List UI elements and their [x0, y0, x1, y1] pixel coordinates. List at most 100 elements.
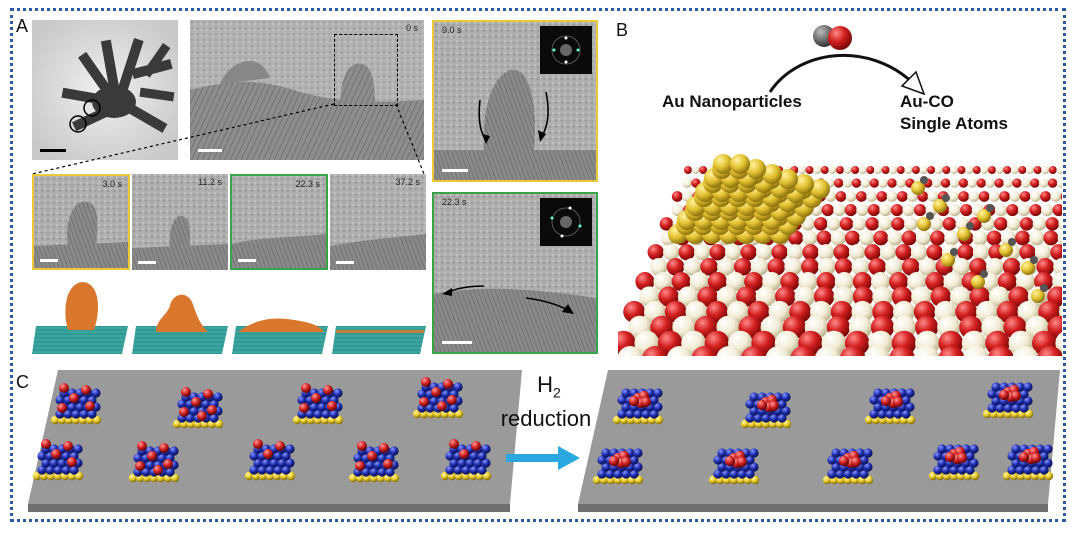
cluster-blue-atom: [965, 465, 975, 475]
cluster-red-atom: [850, 456, 862, 468]
cluster-yellow-atom: [32, 471, 42, 481]
cluster-blue-atom: [37, 465, 47, 475]
cluster-red-atom: [51, 449, 61, 459]
panel-a-simulation-strip: [32, 282, 426, 354]
oxide-atom: [876, 191, 888, 202]
cluster-blue-atom: [893, 409, 903, 419]
cluster-blue-atom: [281, 465, 291, 475]
simulation-step-2: [132, 294, 228, 354]
oxide-atom: [802, 230, 818, 246]
cluster-red-atom: [756, 399, 768, 411]
cluster-blue-atom: [321, 395, 331, 405]
oxide-atom: [1029, 230, 1045, 246]
oxide-atom: [1029, 203, 1042, 217]
co-ligand-atom: [920, 176, 928, 184]
panel-b-letter: B: [616, 20, 629, 40]
oxide-atom: [1019, 217, 1034, 231]
oxide-atom: [845, 191, 857, 202]
cluster-blue-atom: [1019, 389, 1029, 399]
oxide-atom: [1018, 166, 1027, 174]
oxide-atom: [1010, 166, 1019, 174]
oxide-atom: [881, 166, 890, 174]
cluster-red-atom: [135, 461, 145, 471]
co-ligand-atom: [926, 212, 934, 220]
cluster-blue-atom: [465, 458, 475, 468]
simulation-step-3: [232, 318, 328, 354]
cluster-blue-atom: [55, 395, 65, 405]
gold-atom: [746, 159, 766, 179]
curved-arrow-head: [900, 70, 926, 96]
cluster-blue-atom: [745, 413, 755, 423]
oxide-atom: [860, 178, 871, 188]
label-au-co-line1: Au-CO: [900, 92, 954, 111]
oxide-atom: [948, 191, 959, 202]
cluster-blue-atom: [449, 458, 459, 468]
oxide-surface: [618, 166, 1062, 356]
cluster-blue-atom: [273, 451, 283, 461]
cluster-blue-atom: [597, 469, 607, 479]
cluster-blue-atom: [75, 402, 85, 412]
cluster-blue-atom: [1039, 465, 1049, 475]
cluster-red-atom: [880, 395, 892, 407]
cluster-blue-atom: [63, 409, 73, 419]
oxide-atom: [1048, 166, 1057, 174]
oxide-atom: [762, 272, 782, 292]
cluster-blue-atom: [859, 469, 869, 479]
cluster-blue-atom: [417, 389, 427, 399]
cluster-red-atom: [275, 441, 285, 451]
cluster-blue-atom: [941, 465, 951, 475]
cluster-blue-atom: [169, 446, 179, 456]
oxide-atom: [801, 257, 819, 276]
oxide-atom: [957, 166, 966, 174]
reagent-label-reduction: reduction: [500, 406, 592, 431]
oxide-atom: [1017, 203, 1031, 217]
oxide-atom: [895, 244, 912, 261]
oxide-atom: [930, 230, 945, 246]
cluster-red-atom: [323, 385, 333, 395]
oxide-atom: [671, 191, 683, 202]
oxide-atom: [870, 272, 891, 292]
oxide-atom: [833, 244, 850, 261]
main-timestamp: 0 s: [405, 23, 418, 33]
cluster-blue-atom: [1007, 451, 1017, 461]
oxide-atom: [972, 230, 988, 246]
oxide-atom: [985, 178, 995, 188]
cluster-red-atom: [147, 451, 157, 461]
oxide-atom: [828, 166, 837, 174]
cluster-red-atom: [620, 456, 632, 468]
cluster-yellow-atom: [1002, 471, 1012, 481]
inset-top-timestamp: 9.0 s: [442, 25, 462, 35]
cluster-yellow-atom: [92, 415, 102, 425]
cluster-yellow-atom: [750, 475, 760, 485]
oxide-atom: [859, 230, 875, 246]
cluster-red-atom: [355, 461, 365, 471]
cluster-blue-atom: [601, 462, 611, 472]
cluster-red-atom: [153, 465, 163, 475]
oxide-atom: [944, 230, 960, 246]
cluster-red-atom: [956, 452, 968, 464]
cluster-red-atom: [311, 393, 321, 403]
oxide-atom: [816, 230, 832, 246]
oxide-atom: [642, 346, 668, 356]
oxide-atom: [1047, 178, 1058, 188]
cluster-blue-atom: [827, 469, 837, 479]
cluster-yellow-atom: [906, 415, 916, 425]
cluster-blue-atom: [453, 465, 463, 475]
cluster-yellow-atom: [864, 415, 874, 425]
cluster-blue-atom: [457, 458, 467, 468]
cluster-blue-atom: [781, 392, 791, 402]
oxide-atom: [999, 191, 1010, 202]
oxide-atom: [821, 203, 834, 217]
oxide-atom: [689, 272, 709, 292]
oxide-atom: [798, 166, 806, 174]
cluster-blue-atom: [365, 460, 375, 470]
oxide-atom: [858, 166, 867, 174]
cluster-blue-atom: [713, 455, 723, 465]
cluster-blue-atom: [649, 409, 659, 419]
oxide-atom: [1041, 166, 1050, 174]
cluster-blue-atom: [373, 460, 383, 470]
scale-bar: [40, 259, 58, 262]
oxide-atom: [750, 257, 769, 276]
cluster-red-atom: [459, 449, 469, 459]
oxide-atom: [940, 178, 951, 188]
